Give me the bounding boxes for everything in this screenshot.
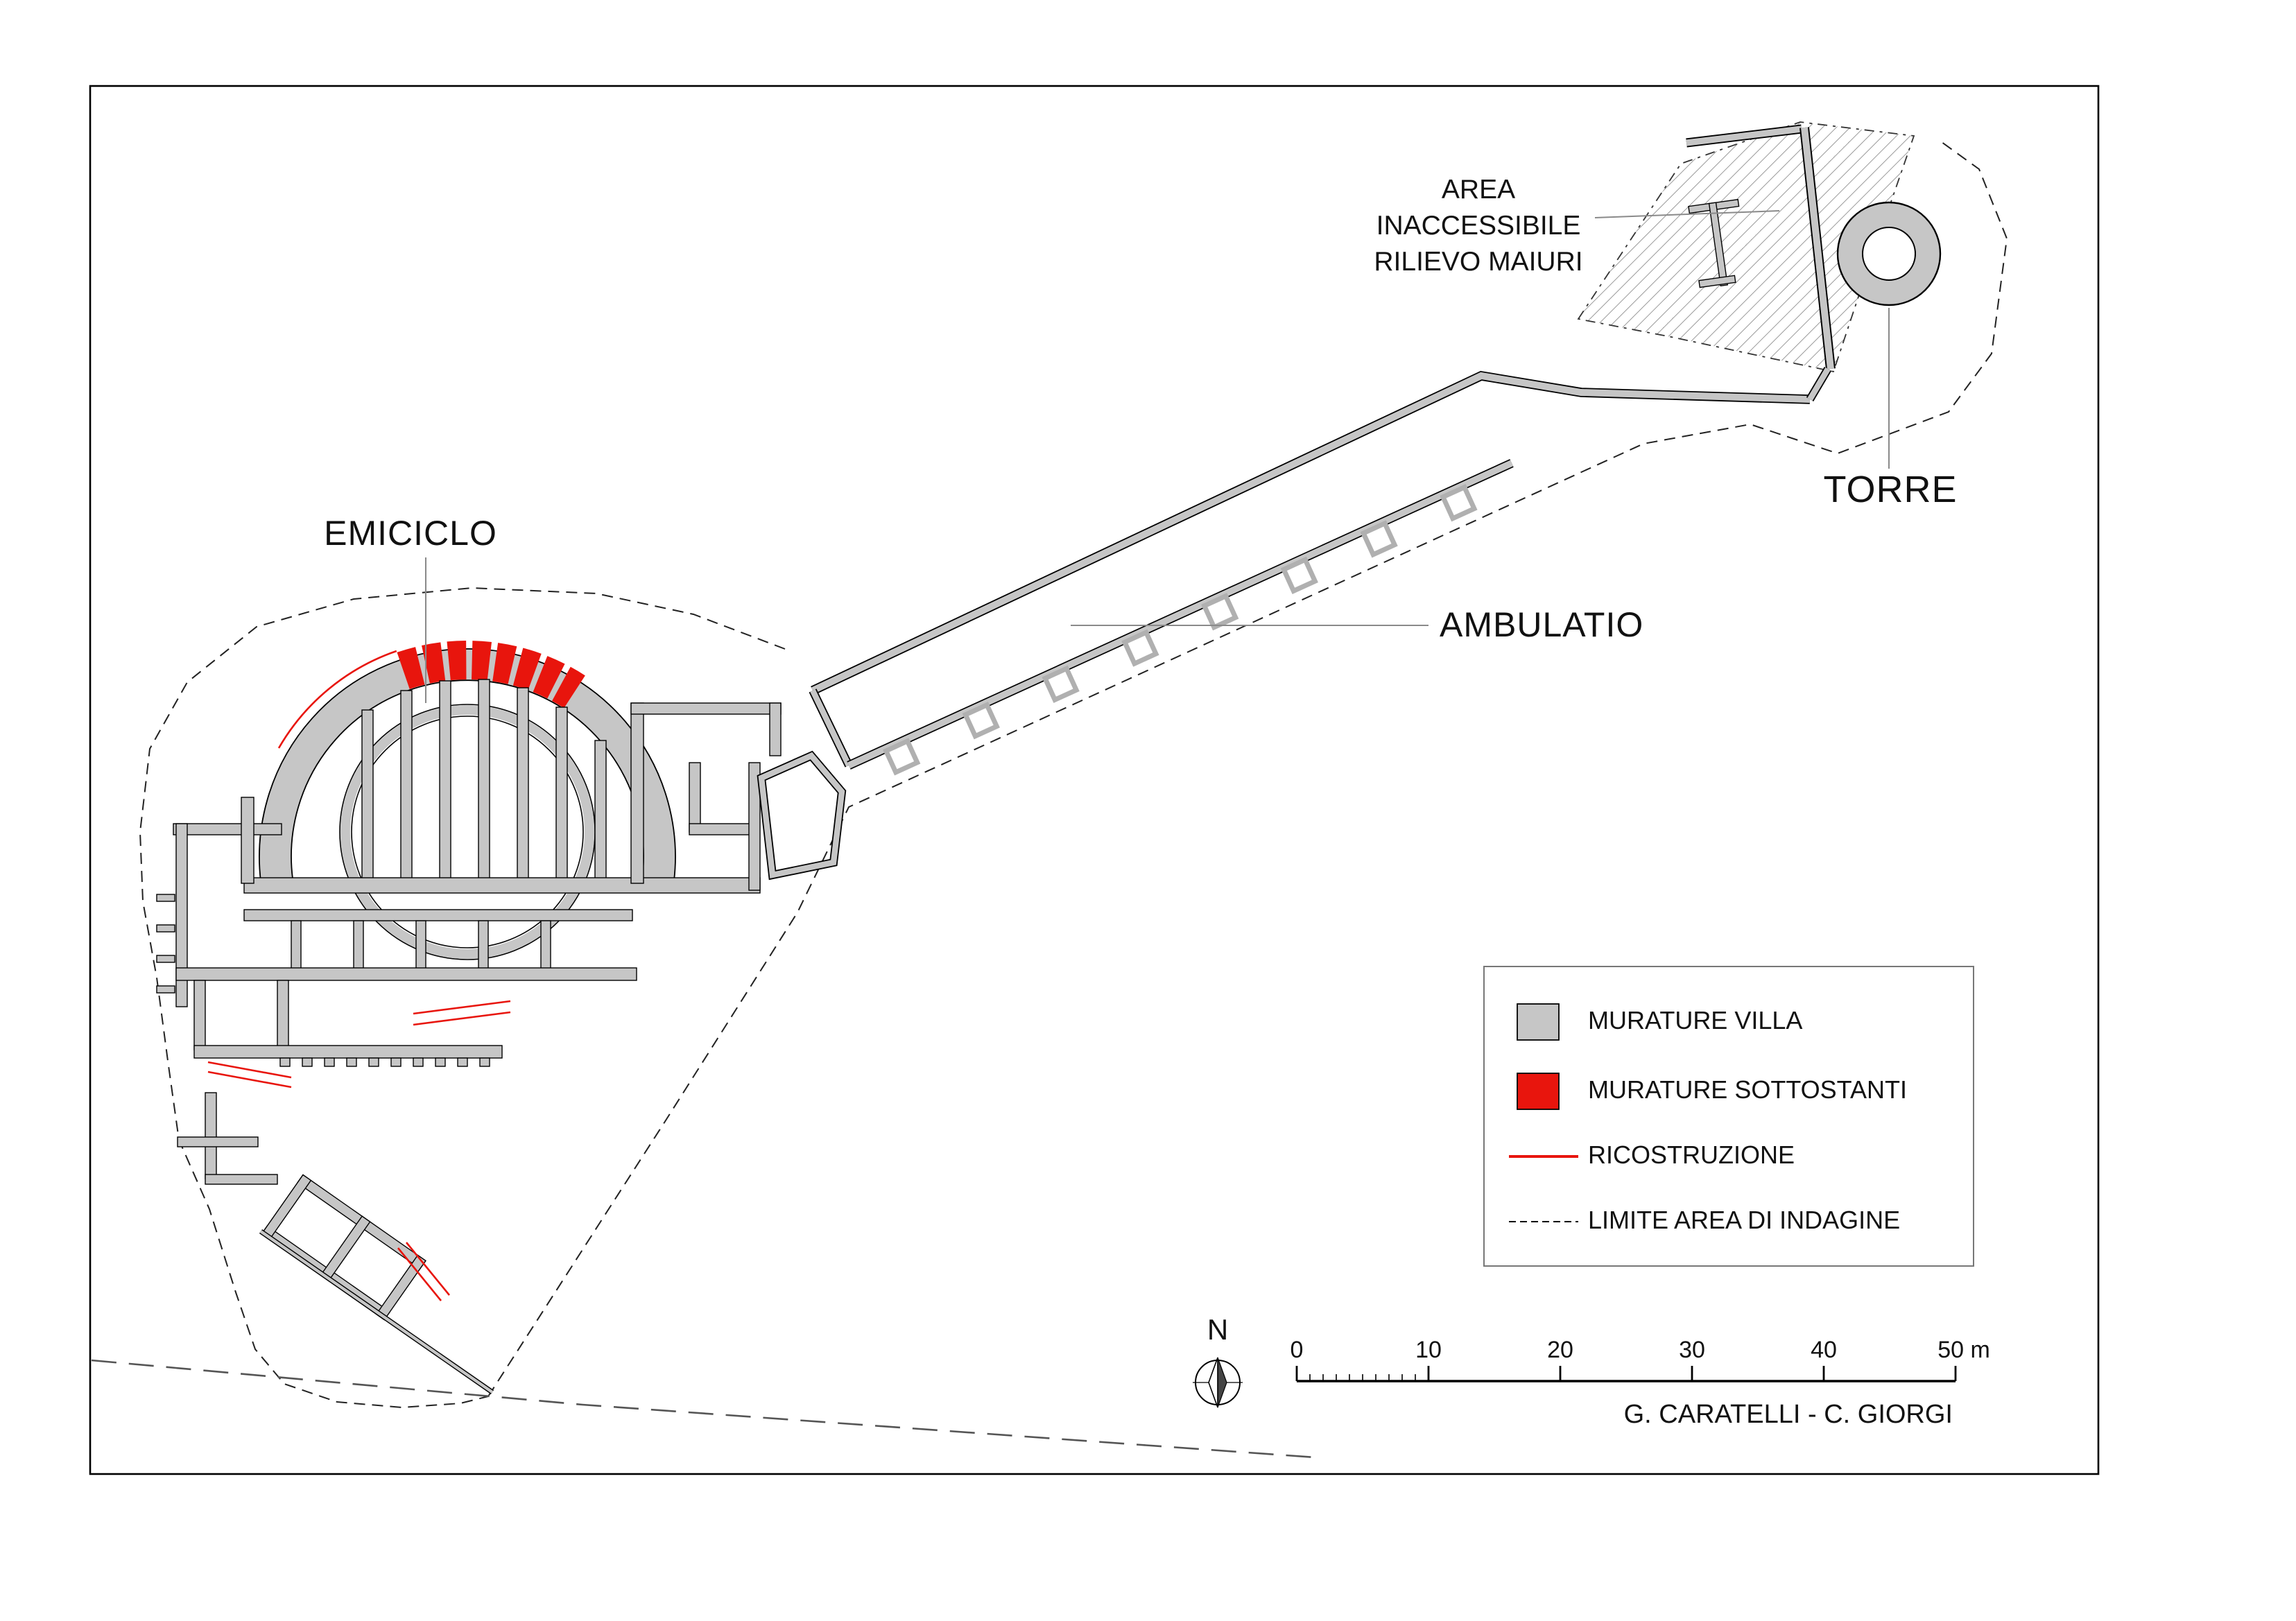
legend-box: MURATURE VILLA MURATURE SOTTOSTANTI RICO… [1483, 966, 1974, 1267]
scale-tick-50m: 50 m [1937, 1337, 1990, 1363]
svg-text:RICOSTRUZIONE: RICOSTRUZIONE [1588, 1141, 1795, 1169]
bottom-boundary-dashed-line [91, 1359, 1315, 1459]
svg-text:MURATURE SOTTOSTANTI: MURATURE SOTTOSTANTI [1588, 1075, 1907, 1104]
scale-tick-20: 20 [1547, 1337, 1573, 1363]
scale-tick-30: 30 [1679, 1337, 1705, 1363]
north-needle-west-half [1208, 1357, 1218, 1408]
emiciclo-label: EMICICLO [324, 514, 497, 553]
area-inaccessibile-label: AREA INACCESSIBILE RILIEVO MAIURI [1374, 175, 1582, 277]
wall-dentils [279, 1057, 490, 1067]
credit-text: G. CARATELLI - C. GIORGI [1624, 1400, 1953, 1429]
emiciclo-reconstruction-arc [277, 650, 397, 749]
area-inaccessibile-leader-line [1594, 210, 1780, 218]
plan-border [89, 85, 2100, 1475]
torre-label: TORRE [1823, 469, 1957, 510]
area-inaccessibile-hatch [1577, 121, 1915, 373]
scale-minor-ticks [1309, 1374, 1416, 1381]
gray-fill-swatch [1517, 1003, 1560, 1041]
svg-text:MURATURE VILLA: MURATURE VILLA [1588, 1006, 1802, 1034]
investigation-boundary [139, 139, 2008, 1409]
ambulatio-buttresses [883, 484, 1478, 776]
reconstruction-red-lines [207, 1000, 511, 1301]
scale-tick-40: 40 [1811, 1337, 1837, 1363]
legend-item-ricostruzione: RICOSTRUZIONE [1509, 1141, 1795, 1169]
ambulatio-label: AMBULATIO [1440, 605, 1643, 644]
hemicycle-radial-walls [361, 679, 607, 888]
svg-text:INACCESSIBILE: INACCESSIBILE [1376, 211, 1581, 241]
scale-bar: 0 10 20 30 40 50 m [1291, 1337, 1990, 1382]
legend-item-limite-area: LIMITE AREA DI INDAGINE [1509, 1206, 1900, 1234]
svg-text:LIMITE AREA DI INDAGINE: LIMITE AREA DI INDAGINE [1588, 1206, 1900, 1234]
legend-item-murature-sottostanti: MURATURE SOTTOSTANTI [1517, 1073, 1907, 1110]
torre-structure [1836, 201, 1942, 306]
svg-text:RILIEVO MAIURI: RILIEVO MAIURI [1374, 247, 1582, 277]
scale-tick-10: 10 [1415, 1337, 1442, 1363]
north-label: N [1207, 1313, 1228, 1346]
legend-item-murature-villa: MURATURE VILLA [1517, 1003, 1802, 1041]
villa-rooms-complex [156, 702, 847, 1394]
north-needle-east-half [1217, 1357, 1227, 1408]
north-compass: N [1193, 1313, 1243, 1408]
ambulatio-corridor [809, 366, 1832, 770]
svg-text:AREA: AREA [1442, 175, 1515, 205]
scale-tick-0: 0 [1291, 1337, 1304, 1363]
red-fill-swatch [1517, 1073, 1560, 1110]
